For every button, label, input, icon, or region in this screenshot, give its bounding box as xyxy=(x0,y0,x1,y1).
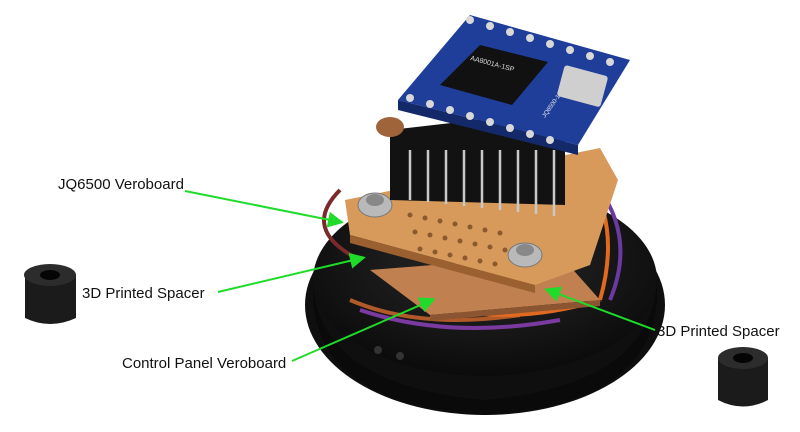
label-jq6500-veroboard: JQ6500 Veroboard xyxy=(58,176,184,193)
arrow-control-panel xyxy=(291,297,436,362)
label-control-panel-veroboard: Control Panel Veroboard xyxy=(122,355,287,372)
arrow-spacer-left xyxy=(217,252,366,293)
arrow-jq6500 xyxy=(184,190,344,228)
arrow-spacer-right xyxy=(544,286,656,331)
capacitor xyxy=(376,117,404,137)
annotation-arrows xyxy=(184,190,656,362)
label-spacer-left: 3D Printed Spacer xyxy=(82,285,205,302)
label-spacer-right: 3D Printed Spacer xyxy=(657,323,780,340)
spacer-icon xyxy=(24,264,76,324)
nut-icon xyxy=(357,192,543,268)
usb-port-icon xyxy=(557,65,608,107)
pcb-module-icon: AA8001A-1SP JQ6500-16P xyxy=(398,15,630,155)
spacer-icon xyxy=(718,347,768,407)
